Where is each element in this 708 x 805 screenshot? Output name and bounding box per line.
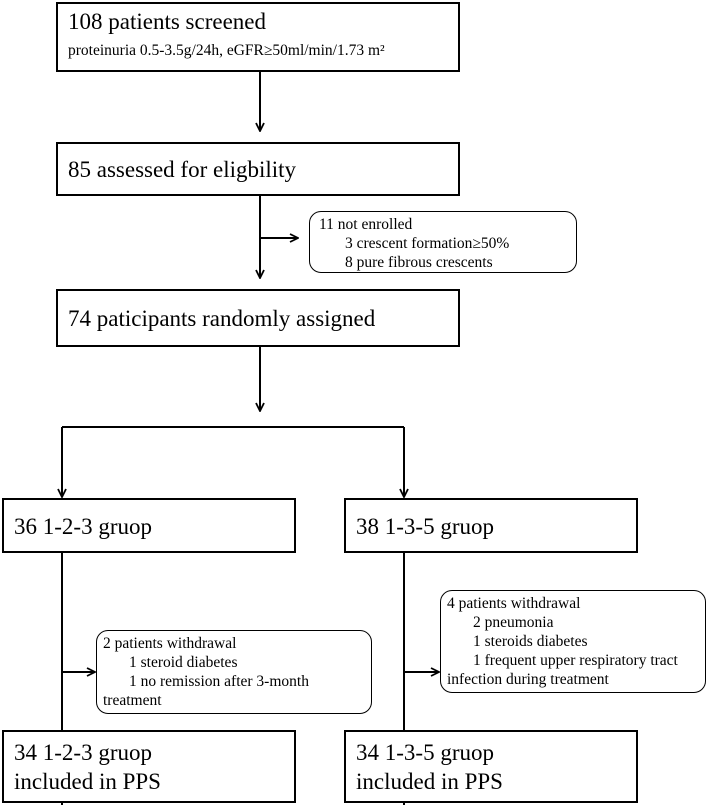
randomized-title: 74 paticipants randomly assigned <box>68 306 376 331</box>
withdrawal-a-title: 2 patients withdrawal <box>103 635 237 652</box>
withdrawal-b-continuation: infection during treatment <box>447 671 609 688</box>
eligibility-title: 85 assessed for eligbility <box>68 157 297 182</box>
eligibility-box: 85 assessed for eligbility <box>56 142 460 196</box>
withdrawal-a-reason: 1 no remission after 3-month <box>129 673 309 690</box>
not-enrolled-title: 11 not enrolled <box>319 216 413 233</box>
withdrawal-b-reason: 1 steroids diabetes <box>473 633 588 650</box>
not-enrolled-box: 11 not enrolled 3 crescent formation≥50%… <box>309 211 577 273</box>
group-a-final-line2: included in PPS <box>14 769 161 794</box>
group-a-final-box: 34 1-2-3 gruop included in PPS <box>2 730 296 803</box>
group-b-final-box: 34 1-3-5 gruop included in PPS <box>344 730 638 803</box>
withdrawal-a-reason: 1 steroid diabetes <box>129 654 238 671</box>
group-b-final-line1: 34 1-3-5 gruop <box>356 740 494 765</box>
group-a-final-line1: 34 1-2-3 gruop <box>14 740 152 765</box>
withdrawal-b-reason: 1 frequent upper respiratory tract <box>473 652 678 669</box>
withdrawal-b-reason: 2 pneumonia <box>473 614 554 631</box>
group-b-final-line2: included in PPS <box>356 769 503 794</box>
group-a-box: 36 1-2-3 gruop <box>2 498 296 553</box>
group-a-title: 36 1-2-3 gruop <box>14 514 152 539</box>
withdrawal-a-continuation: treatment <box>103 692 162 709</box>
group-b-title: 38 1-3-5 gruop <box>356 514 494 539</box>
screened-box: 108 patients screened proteinuria 0.5-3.… <box>56 2 460 72</box>
not-enrolled-reason: 8 pure fibrous crescents <box>345 254 493 271</box>
group-b-box: 38 1-3-5 gruop <box>344 498 638 553</box>
not-enrolled-reason: 3 crescent formation≥50% <box>345 235 510 252</box>
withdrawal-a-box: 2 patients withdrawal 1 steroid diabetes… <box>96 630 372 714</box>
screened-title: 108 patients screened <box>68 9 266 34</box>
screened-criteria: proteinuria 0.5-3.5g/24h, eGFR≥50ml/min/… <box>68 42 385 59</box>
randomized-box: 74 paticipants randomly assigned <box>56 289 460 347</box>
withdrawal-b-title: 4 patients withdrawal <box>447 595 581 612</box>
withdrawal-b-box: 4 patients withdrawal 2 pneumonia 1 ster… <box>440 590 706 693</box>
